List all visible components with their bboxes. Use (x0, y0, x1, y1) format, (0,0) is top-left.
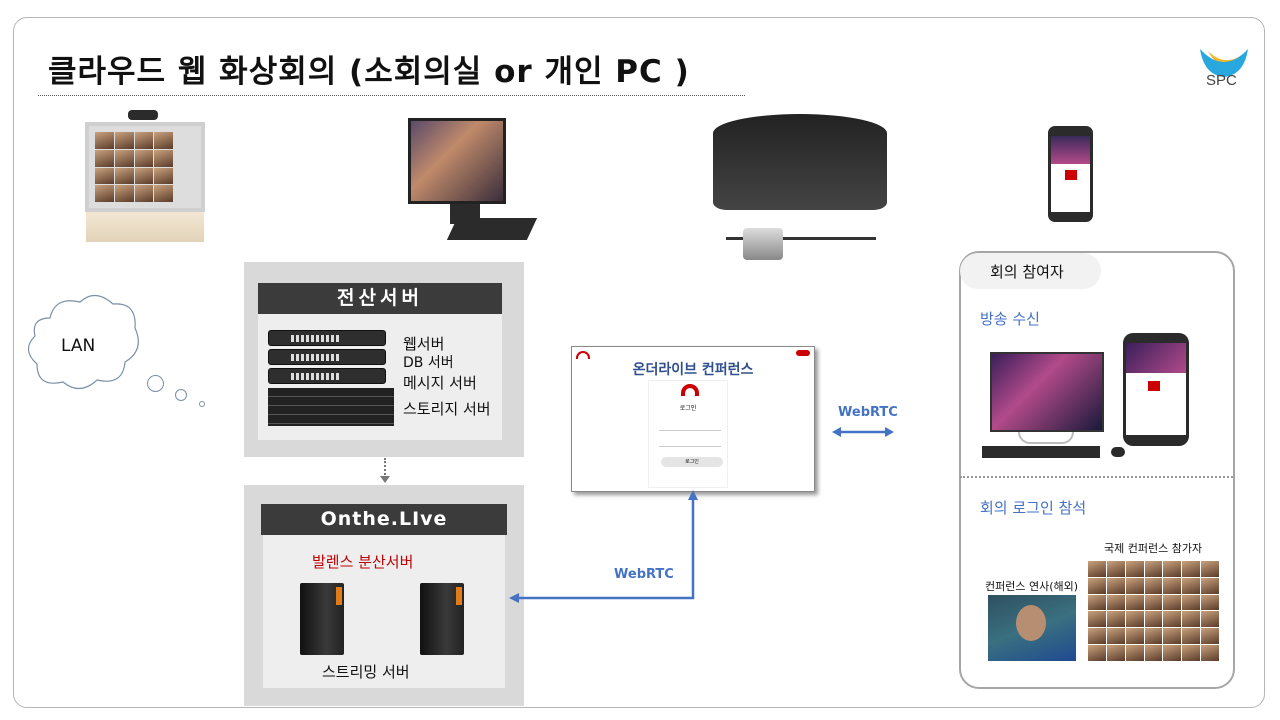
monitor-stand (726, 215, 876, 240)
monitor-stand (86, 212, 204, 242)
title-divider (38, 95, 745, 96)
storage-server-label: 스토리지 서버 (403, 400, 491, 418)
slide-frame (13, 17, 1265, 708)
db-server-rack-icon (268, 349, 386, 365)
desktop-stand (1018, 432, 1074, 444)
password-input[interactable] (659, 441, 721, 447)
smartphone (1123, 333, 1189, 446)
connector-dotted-arrow (384, 458, 386, 478)
onthelive-header: Onthe.LIve (261, 504, 507, 535)
cloud-bubble (199, 401, 205, 407)
smartphone (1048, 126, 1093, 222)
streaming-server-label: 스트리밍 서버 (322, 663, 410, 681)
speaker-label: 컨퍼런스 연사(해외) (985, 580, 1079, 593)
participants-pill: 회의 참여자 (960, 253, 1101, 289)
login-attend-heading: 회의 로그인 참석 (980, 499, 1087, 517)
it-server-header: 전산서버 (258, 283, 502, 314)
page-title: 클라우드 웹 화상회의 (소회의실 or 개인 PC ) (48, 54, 690, 90)
lan-label: LAN (61, 336, 96, 356)
spc-logo-text: SPC (1206, 72, 1237, 89)
webcam-icon (128, 110, 158, 120)
streaming-server-tower-icon (300, 583, 344, 655)
mini-pc (743, 228, 783, 260)
login-screen-title: 온더라이브 컨퍼런스 (632, 362, 754, 378)
balance-server-label: 발렌스 분산서버 (312, 553, 414, 571)
streaming-server-tower-icon (420, 583, 464, 655)
participants-panel (959, 251, 1235, 689)
keyboard (982, 446, 1100, 458)
webrtc-connection-line (509, 490, 698, 603)
all-in-one-pc (408, 118, 506, 204)
keyboard (446, 218, 538, 240)
speaker-video (988, 595, 1076, 661)
message-server-label: 메시지 서버 (403, 374, 477, 392)
ultrawide-monitor (713, 114, 887, 210)
spc-logo-icon (1200, 49, 1248, 77)
onthelive-logo-icon (681, 384, 699, 396)
login-screen-preview: 온더라이브 컨퍼런스 로그인 로그인 (571, 346, 815, 492)
section-divider (960, 476, 1233, 478)
web-server-label: 웹서버 (403, 335, 445, 353)
desktop-monitor (990, 352, 1104, 432)
cloud-bubble (147, 375, 164, 392)
arrow-head (380, 476, 390, 483)
video-conference-monitor (85, 122, 205, 212)
lan-cloud-icon (27, 294, 139, 390)
intl-participants-label: 국제 컨퍼런스 참가자 (1104, 542, 1203, 555)
db-server-label: DB 서버 (403, 355, 454, 371)
broadcast-heading: 방송 수신 (980, 310, 1040, 328)
web-server-rack-icon (268, 330, 386, 346)
participants-video-grid (1088, 561, 1219, 661)
login-button[interactable]: 로그인 (661, 457, 723, 467)
storage-server-icon (268, 388, 394, 426)
webrtc-double-arrow (832, 427, 894, 437)
mouse (1111, 447, 1125, 457)
message-server-rack-icon (268, 368, 386, 384)
webrtc-label-bottom: WebRTC (614, 567, 674, 582)
cloud-bubble (175, 389, 187, 401)
login-heading: 로그인 (679, 405, 697, 412)
id-input[interactable] (659, 425, 721, 431)
webrtc-label-right: WebRTC (838, 405, 898, 420)
